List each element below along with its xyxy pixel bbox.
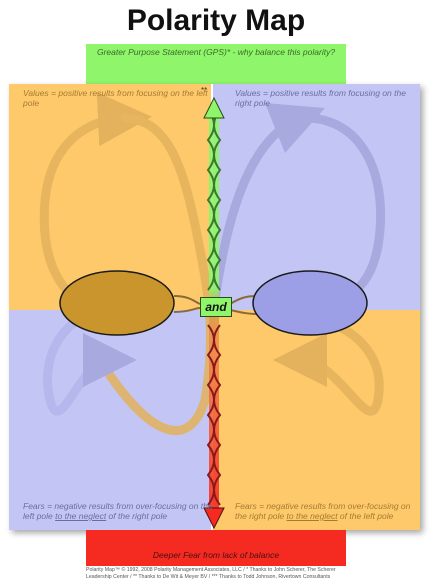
deeper-fear-box xyxy=(86,530,346,566)
page-title: Polarity Map xyxy=(126,4,306,37)
label-fears-right: Fears = negative results from over-focus… xyxy=(235,501,411,521)
right-pole xyxy=(252,270,368,336)
right-loop xyxy=(210,103,386,416)
and-connector: and xyxy=(200,297,232,317)
label-fears-left: Fears = negative results from over-focus… xyxy=(23,501,213,521)
label-values-left: Values = positive results from focusing … xyxy=(23,88,208,108)
gps-box xyxy=(86,44,346,84)
deeper-fear-statement: Deeper Fear from lack of balance xyxy=(152,550,280,560)
label-values-right: Values = positive results from focusing … xyxy=(235,88,406,108)
credits-line-2: Leadership Center / ** Thanks to De Wit … xyxy=(86,573,331,580)
left-pole xyxy=(59,270,175,336)
double-asterisk: ** xyxy=(201,86,208,95)
gps-statement: Greater Purpose Statement (GPS)* - why b… xyxy=(96,47,336,57)
credits: Polarity Map™ © 1992, 2008 Polarity Mana… xyxy=(86,567,386,580)
credits-line-1: Polarity Map™ © 1992, 2008 Polarity Mana… xyxy=(86,567,336,573)
